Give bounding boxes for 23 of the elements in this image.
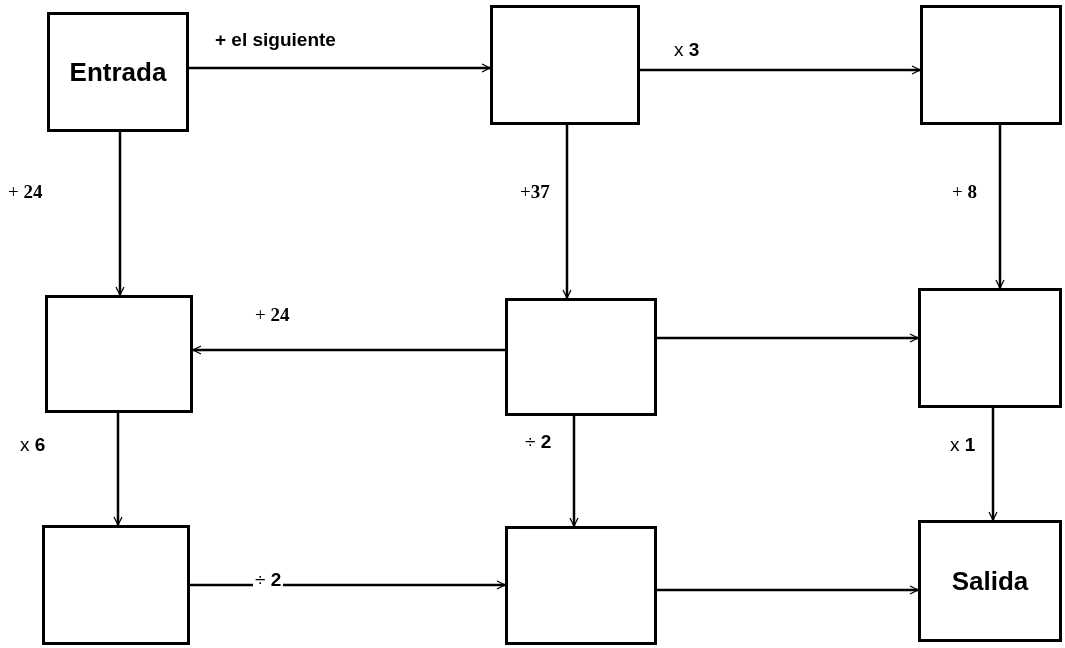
arrow bbox=[988, 408, 998, 521]
empty-box bbox=[505, 526, 657, 645]
box-label: Salida bbox=[951, 564, 1029, 598]
arrow bbox=[657, 333, 919, 343]
arrow bbox=[640, 65, 921, 75]
arrow bbox=[190, 580, 506, 590]
empty-box bbox=[490, 5, 640, 125]
arrow bbox=[562, 125, 572, 299]
empty-box bbox=[920, 5, 1062, 125]
process-box bbox=[918, 520, 1062, 642]
process-box bbox=[47, 12, 189, 132]
empty-box bbox=[505, 298, 657, 416]
empty-box bbox=[42, 525, 190, 645]
arrow bbox=[569, 416, 579, 527]
arrow bbox=[113, 413, 123, 526]
arrow bbox=[115, 132, 125, 296]
empty-box bbox=[918, 288, 1062, 408]
box-label: Entrada bbox=[69, 55, 167, 89]
arrow bbox=[192, 345, 505, 355]
arrow bbox=[995, 125, 1005, 289]
arrow bbox=[657, 585, 919, 595]
arrow bbox=[189, 63, 491, 73]
empty-box bbox=[45, 295, 193, 413]
